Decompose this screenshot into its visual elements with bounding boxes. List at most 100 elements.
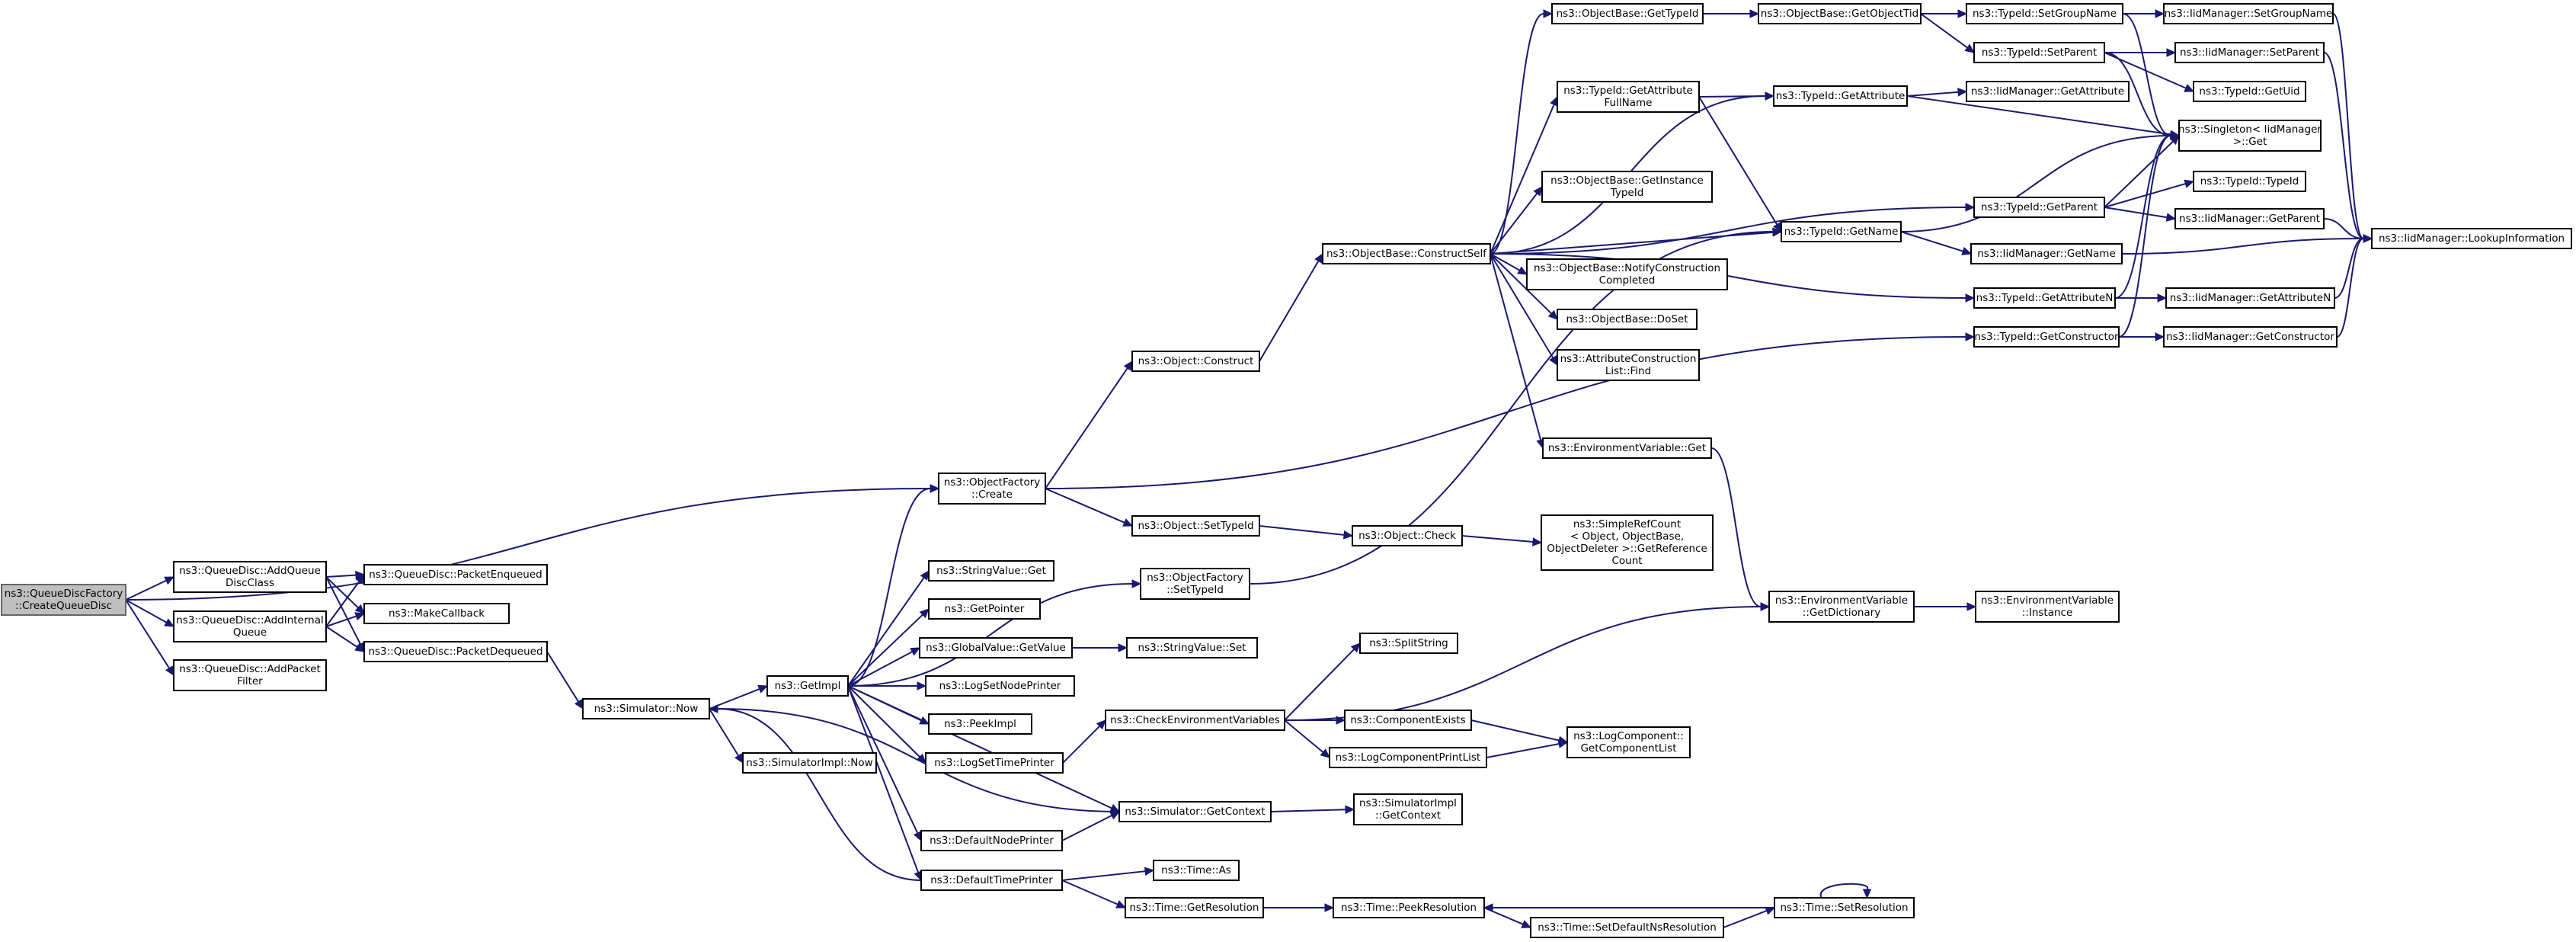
node-box	[928, 713, 1032, 735]
edge-ofCreate-to-objConstruct	[1045, 360, 1133, 489]
node-sim-impl-get-context[interactable]: ns3::SimulatorImpl::GetContext	[1353, 793, 1463, 825]
node-component-exists[interactable]: ns3::ComponentExists	[1344, 710, 1472, 731]
node-tid-set-group-name[interactable]: ns3::TypeId::SetGroupName	[1966, 3, 2123, 24]
node-split-string[interactable]: ns3::SplitString	[1359, 633, 1458, 654]
node-label: ns3::IidManager::GetAttributeN	[2170, 292, 2331, 304]
node-log-set-node-printer[interactable]: ns3::LogSetNodePrinter	[925, 675, 1075, 697]
node-iid-get-attribute[interactable]: ns3::IidManager::GetAttribute	[1966, 81, 2130, 102]
arrowhead	[354, 604, 365, 614]
node-sim-now[interactable]: ns3::Simulator::Now	[582, 698, 710, 719]
node-env-get-dictionary[interactable]: ns3::EnvironmentVariable::GetDictionary	[1768, 591, 1915, 623]
node-log-set-time-printer[interactable]: ns3::LogSetTimePrinter	[925, 752, 1064, 774]
node-tid-get-parent[interactable]: ns3::TypeId::GetParent	[1973, 197, 2105, 218]
node-time-as[interactable]: ns3::Time::As	[1153, 860, 1240, 881]
node-singleton-get[interactable]: ns3::Singleton< IidManager>::Get	[2178, 120, 2322, 152]
node-tid-get-uid[interactable]: ns3::TypeId::GetUid	[2193, 81, 2306, 102]
node-log-component-get-list[interactable]: ns3::LogComponent::GetComponentList	[1566, 726, 1691, 758]
node-env-get[interactable]: ns3::EnvironmentVariable::Get	[1542, 437, 1712, 459]
edge-line	[325, 574, 357, 578]
arrowhead	[354, 642, 366, 652]
node-label: ns3::ObjectFactory	[1147, 572, 1243, 584]
node-tid-set-parent[interactable]: ns3::TypeId::SetParent	[1973, 42, 2105, 63]
node-iid-get-constructor[interactable]: ns3::IidManager::GetConstructor	[2163, 326, 2338, 348]
edge-line	[1270, 809, 1346, 812]
node-label: ns3::EnvironmentVariable	[1775, 594, 1908, 607]
node-time-set-res[interactable]: ns3::Time::SetResolution	[1774, 897, 1915, 918]
node-iid-set-group-name[interactable]: ns3::IidManager::SetGroupName	[2163, 3, 2334, 24]
edge-tidGetConstructor-to-iidGetConstructor	[2119, 332, 2165, 341]
node-label: ns3::LogSetNodePrinter	[939, 680, 1061, 692]
node-gv-get-value[interactable]: ns3::GlobalValue::GetValue	[919, 637, 1073, 658]
node-packet-enqueued[interactable]: ns3::QueueDisc::PacketEnqueued	[363, 564, 548, 585]
node-iid-lookup-information[interactable]: ns3::IidManager::LookupInformation	[2371, 228, 2572, 249]
node-obj-construct[interactable]: ns3::Object::Construct	[1131, 351, 1260, 372]
node-label: ns3::TypeId::GetUid	[2199, 85, 2299, 98]
node-of-set-type-id[interactable]: ns3::ObjectFactory::SetTypeId	[1140, 568, 1250, 600]
arrowhead	[1966, 602, 1977, 611]
node-of-create[interactable]: ns3::ObjectFactory::Create	[938, 473, 1046, 505]
node-default-time-printer[interactable]: ns3::DefaultTimePrinter	[920, 870, 1063, 891]
node-time-peek-res[interactable]: ns3::Time::PeekResolution	[1333, 897, 1485, 918]
node-box	[1557, 349, 1700, 381]
node-ob-notify-construction[interactable]: ns3::ObjectBase::NotifyConstructionCompl…	[1526, 258, 1728, 290]
node-tid-type-id[interactable]: ns3::TypeId::TypeId	[2193, 171, 2306, 192]
edge-line	[847, 651, 913, 687]
edge-tidGetAttrFullName-to-tidGetName	[1698, 96, 1782, 233]
edge-line	[717, 708, 922, 881]
node-box	[1153, 860, 1240, 881]
node-make-callback[interactable]: ns3::MakeCallback	[363, 603, 510, 624]
arrowhead	[1483, 903, 1493, 912]
node-iid-get-parent[interactable]: ns3::IidManager::GetParent	[2174, 208, 2325, 229]
node-label: ns3::Simulator::Now	[594, 703, 699, 715]
node-tid-get-name[interactable]: ns3::TypeId::GetName	[1781, 221, 1902, 242]
edge-addInternalQueue-to-packetDequeued	[325, 626, 366, 652]
node-ob-do-set[interactable]: ns3::ObjectBase::DoSet	[1557, 309, 1698, 330]
node-sim-get-context[interactable]: ns3::Simulator::GetContext	[1118, 801, 1272, 822]
node-simple-ref-count[interactable]: ns3::SimpleRefCount< Object, ObjectBase,…	[1541, 514, 1714, 571]
node-time-set-default-ns-res[interactable]: ns3::Time::SetDefaultNsResolution	[1530, 917, 1724, 938]
edge-line	[1284, 606, 1762, 721]
node-string-value-set[interactable]: ns3::StringValue::Set	[1126, 637, 1258, 658]
node-tid-get-constructor[interactable]: ns3::TypeId::GetConstructor	[1973, 326, 2120, 348]
node-iid-get-name[interactable]: ns3::IidManager::GetName	[1970, 243, 2123, 264]
edge-checkEnv-to-envGetDictionary	[1284, 602, 1771, 721]
node-tid-get-attribute-n[interactable]: ns3::TypeId::GetAttributeN	[1973, 287, 2116, 309]
node-get-impl[interactable]: ns3::GetImpl	[766, 675, 849, 697]
node-tid-get-attribute[interactable]: ns3::TypeId::GetAttribute	[1773, 85, 1908, 107]
node-string-value-get[interactable]: ns3::StringValue::Get	[928, 560, 1054, 582]
node-obj-set-type-id[interactable]: ns3::Object::SetTypeId	[1131, 515, 1260, 537]
node-box	[1758, 3, 1922, 24]
node-default-node-printer[interactable]: ns3::DefaultNodePrinter	[920, 830, 1063, 851]
node-check-env[interactable]: ns3::CheckEnvironmentVariables	[1105, 710, 1285, 731]
node-packet-dequeued[interactable]: ns3::QueueDisc::PacketDequeued	[363, 641, 548, 662]
node-construct-self[interactable]: ns3::ObjectBase::ConstructSelf	[1322, 243, 1491, 264]
node-obj-check[interactable]: ns3::Object::Check	[1352, 525, 1463, 546]
node-label: ns3::GetImpl	[775, 680, 841, 692]
node-iid-get-attribute-n[interactable]: ns3::IidManager::GetAttributeN	[2165, 287, 2335, 309]
arrowhead	[1957, 9, 1968, 18]
node-env-instance[interactable]: ns3::EnvironmentVariable::Instance	[1975, 591, 2120, 623]
node-time-get-res[interactable]: ns3::Time::GetResolution	[1125, 897, 1264, 918]
node-sim-impl-now[interactable]: ns3::SimulatorImpl::Now	[742, 752, 877, 774]
edge-line	[1819, 883, 1869, 899]
node-box	[582, 698, 710, 719]
node-label: ns3::ObjectFactory	[944, 476, 1041, 489]
arrowhead	[1324, 903, 1335, 912]
arrowhead	[917, 681, 927, 690]
node-label: ns3::QueueDisc::PacketDequeued	[368, 646, 542, 658]
node-root[interactable]: ns3::QueueDiscFactory::CreateQueueDisc	[1, 584, 126, 616]
node-log-component-print-list[interactable]: ns3::LogComponentPrintList	[1329, 747, 1487, 768]
node-iid-set-parent[interactable]: ns3::IidManager::SetParent	[2174, 42, 2325, 63]
node-ob-get-type-id[interactable]: ns3::ObjectBase::GetTypeId	[1551, 3, 1704, 24]
node-peek-impl[interactable]: ns3::PeekImpl	[928, 713, 1032, 735]
edge-line	[546, 651, 580, 703]
node-ob-get-object-tid[interactable]: ns3::ObjectBase::GetObjectTid	[1758, 3, 1922, 24]
node-get-pointer[interactable]: ns3::GetPointer	[928, 598, 1041, 620]
node-label: ns3::IidManager::GetAttribute	[1971, 85, 2124, 98]
